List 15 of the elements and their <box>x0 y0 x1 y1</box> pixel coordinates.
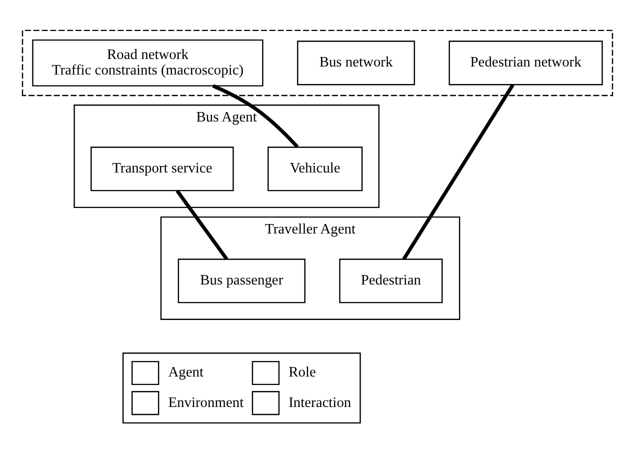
connector <box>212 84 299 148</box>
node-box: Vehicule <box>268 146 363 191</box>
node-box: Bus passenger <box>178 258 306 303</box>
node-box: Transport service <box>90 146 234 191</box>
connector <box>176 189 228 260</box>
cluster <box>22 29 614 96</box>
node-box: Pedestrian network <box>448 40 603 85</box>
legend-label: Agent <box>168 364 204 380</box>
legend-label: Interaction <box>288 394 352 410</box>
legend-label: Role <box>288 364 316 380</box>
legend-label: Environment <box>168 394 244 410</box>
node-box: Bus network <box>297 40 416 85</box>
node-box: Road network Traffic constraints (macroscopic) <box>32 38 264 86</box>
node-box: Pedestrian <box>339 258 443 303</box>
connector <box>402 83 514 260</box>
